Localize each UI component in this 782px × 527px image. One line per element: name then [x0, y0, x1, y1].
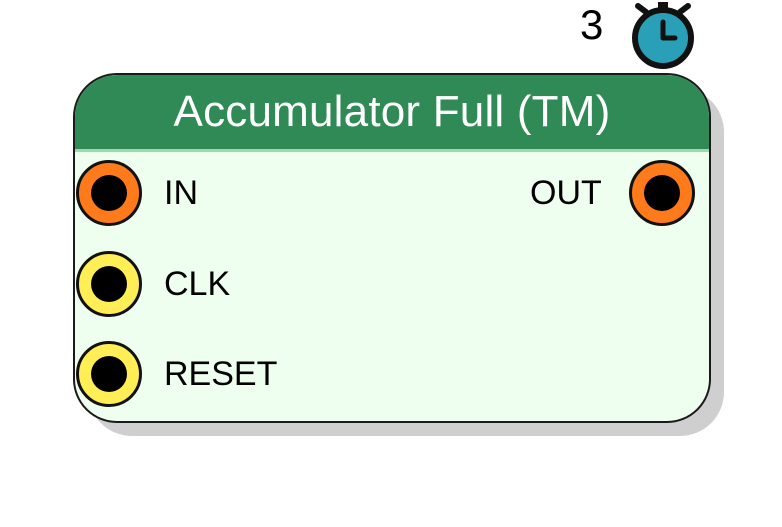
block-title: Accumulator Full (TM) [173, 87, 611, 136]
port-hole [91, 266, 127, 302]
input-label-in: IN [164, 174, 198, 212]
function-block[interactable]: Accumulator Full (TM) [73, 73, 711, 423]
block-header: Accumulator Full (TM) [75, 75, 709, 152]
port-hole [91, 175, 127, 211]
input-port-in[interactable] [76, 160, 142, 226]
input-label-clk: CLK [164, 265, 231, 303]
timer-count: 3 [580, 1, 604, 48]
stopwatch-icon[interactable] [628, 0, 698, 70]
port-hole [644, 175, 680, 211]
port-hole [91, 356, 127, 392]
output-port-out[interactable] [629, 160, 695, 226]
input-port-reset[interactable] [76, 341, 142, 407]
input-label-reset: RESET [164, 355, 278, 393]
input-port-clk[interactable] [76, 251, 142, 317]
output-label-out: OUT [530, 174, 602, 212]
